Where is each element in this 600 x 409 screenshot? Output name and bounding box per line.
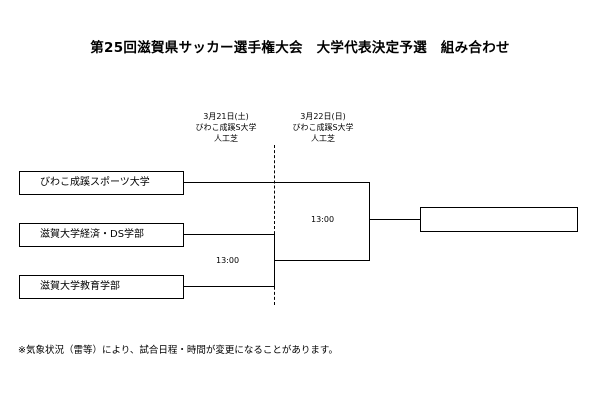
bracket-line <box>274 260 370 261</box>
team-biwako-seikei: びわこ成蹊スポーツ大学 <box>19 171 184 195</box>
bracket-line <box>183 182 275 183</box>
bracket-line <box>274 182 370 183</box>
bracket-line <box>369 219 421 220</box>
bracket-line <box>183 234 275 235</box>
team-shiga-economics: 滋賀大学経済・DS学部 <box>19 223 184 247</box>
round1-match-time: 13:00 <box>216 256 240 265</box>
final-match-time: 13:00 <box>311 215 335 224</box>
round1-date: 3月21日(土) <box>203 112 249 121</box>
round-divider <box>274 145 275 305</box>
round1-surface: 人工芝 <box>214 134 238 143</box>
round1-venue: びわこ成蹊S大学 <box>195 123 257 132</box>
bracket-line <box>183 286 275 287</box>
round2-venue: びわこ成蹊S大学 <box>292 123 354 132</box>
bracket-line <box>369 182 370 261</box>
team-shiga-education: 滋賀大学教育学部 <box>19 275 184 299</box>
round2-date: 3月22日(日) <box>300 112 346 121</box>
round2-surface: 人工芝 <box>311 134 335 143</box>
page-title: 第25回滋賀県サッカー選手権大会 大学代表決定予選 組み合わせ <box>90 40 510 56</box>
round1-info: 3月21日(土) びわこ成蹊S大学 人工芝 <box>180 111 272 144</box>
round2-info: 3月22日(日) びわこ成蹊S大学 人工芝 <box>277 111 369 144</box>
schedule-note: ※気象状況（雷等）により、試合日程・時間が変更になることがあります。 <box>18 345 338 356</box>
winner-box <box>420 207 578 232</box>
